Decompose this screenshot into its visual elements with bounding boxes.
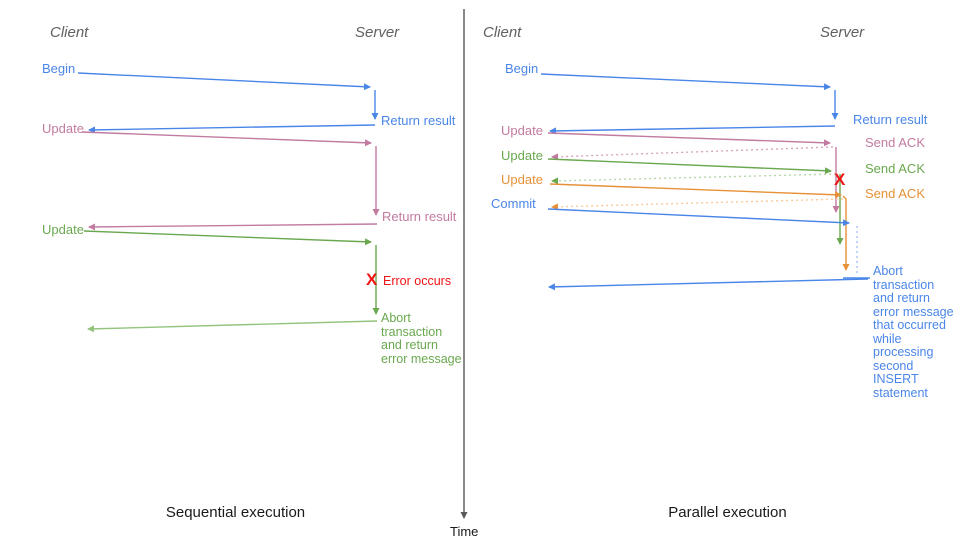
par-update-3-processing-line	[842, 195, 850, 271]
seq-return-result-1-label: Return result	[381, 113, 456, 128]
par-error-x-icon: X	[834, 170, 846, 189]
par-return-result-arrow	[549, 125, 836, 135]
par-server-header: Server	[820, 24, 865, 41]
seq-abort-return-arrow	[87, 320, 378, 333]
seq-update-2-request-arrow	[83, 230, 372, 246]
par-update-1-request-arrow	[547, 132, 831, 147]
seq-return-result-2-label: Return result	[382, 209, 457, 224]
seq-caption: Sequential execution	[165, 504, 306, 521]
seq-error-x-icon: X	[366, 270, 378, 289]
par-send-ack-2-label: Send ACK	[865, 161, 925, 176]
seq-return-result-1-arrow	[88, 124, 376, 134]
seq-return-result-2-arrow	[88, 223, 378, 231]
par-update-3-request-arrow	[549, 183, 842, 199]
par-update-3-label: Update	[501, 172, 543, 187]
par-return-result-label: Return result	[853, 112, 928, 127]
par-caption: Parallel execution	[668, 504, 787, 521]
seq-begin-label: Begin	[42, 61, 76, 76]
seq-abort-message: Abort transaction and return error messa…	[381, 311, 462, 366]
seq-error-occurs-label: Error occurs	[383, 274, 452, 288]
par-commit-label: Commit	[491, 196, 536, 211]
seq-begin-request-arrow	[77, 72, 371, 91]
par-update-2-label: Update	[501, 148, 543, 163]
par-send-ack-1-arrow	[551, 146, 834, 161]
par-begin-request-arrow	[540, 73, 831, 91]
par-abort-message: Abort transaction and return error messa…	[873, 264, 954, 400]
par-send-ack-1-label: Send ACK	[865, 135, 925, 150]
par-client-header: Client	[483, 24, 522, 41]
par-commit-request-arrow	[547, 208, 850, 227]
par-abort-return-arrow	[548, 278, 869, 291]
par-update-1-label: Update	[501, 123, 543, 138]
seq-update-1-request-arrow	[81, 131, 372, 147]
seq-client-header: Client	[50, 24, 89, 41]
par-send-ack-3-label: Send ACK	[865, 186, 925, 201]
par-update-2-request-arrow	[547, 158, 832, 175]
seq-server-header: Server	[355, 24, 400, 41]
seq-update-2-label: Update	[42, 222, 84, 237]
seq-update-1-label: Update	[42, 121, 84, 136]
par-begin-label: Begin	[505, 61, 539, 76]
par-send-ack-3-arrow	[551, 198, 844, 211]
time-axis-label: Time	[450, 524, 479, 539]
par-send-ack-2-arrow	[551, 173, 837, 185]
